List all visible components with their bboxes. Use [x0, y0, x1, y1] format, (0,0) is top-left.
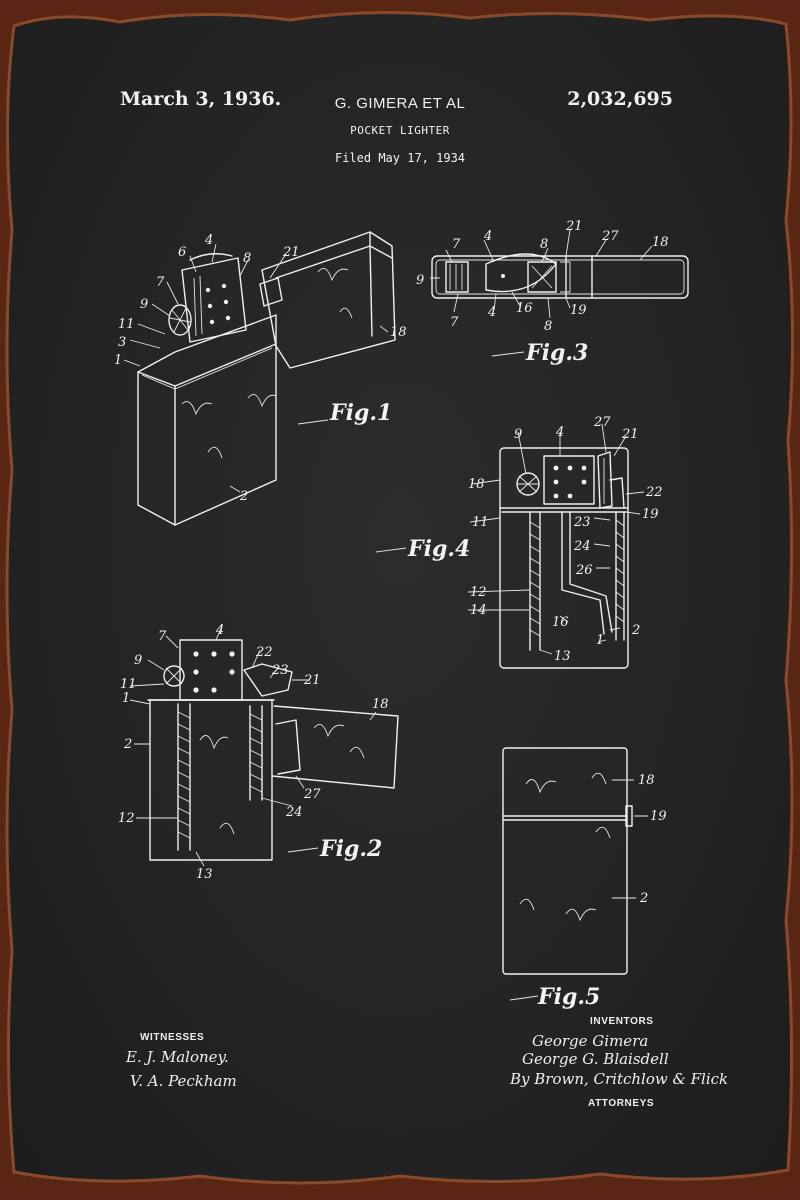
fig4-label-13: 13 — [554, 649, 571, 664]
attorney-signature: By Brown, Critchlow & Flick — [509, 1070, 728, 1088]
fig2-label-13: 13 — [196, 867, 213, 882]
fig1-caption: Fig.1 — [329, 400, 392, 426]
inventor-signature-2: George G. Blaisdell — [522, 1050, 669, 1068]
inventors-heading: INVENTORS — [590, 1016, 654, 1027]
fig1-label-4: 4 — [204, 233, 213, 248]
fig3-label-19: 19 — [570, 303, 587, 318]
fig1-label-21: 21 — [282, 245, 300, 260]
fig4-label-24: 24 — [573, 539, 591, 554]
fig1-label-6: 6 — [178, 245, 186, 260]
fig3-label-4-bottom: 4 — [487, 305, 496, 320]
fig1-label-8: 8 — [243, 251, 251, 266]
fig2-label-24: 24 — [285, 805, 303, 820]
fig5-label-19: 19 — [650, 809, 667, 824]
fig3-label-18: 18 — [652, 235, 669, 250]
fig4-label-23: 23 — [573, 515, 591, 530]
fig4-label-27: 27 — [593, 415, 611, 430]
fig5-label-18: 18 — [638, 773, 655, 788]
figure-5: 18 19 2 Fig.5 — [502, 747, 667, 1010]
fig2-label-27: 27 — [303, 787, 321, 802]
fig4-label-18: 18 — [468, 477, 485, 492]
patent-date: March 3, 1936. — [120, 88, 282, 110]
fig1-label-7: 7 — [156, 275, 165, 290]
fig2-label-7: 7 — [158, 629, 167, 644]
figure-3: 9 7 4 8 21 27 18 7 4 16 8 19 Fig.3 — [416, 219, 689, 366]
fig4-label-1: 1 — [596, 633, 604, 648]
fig1-label-18: 18 — [390, 325, 407, 340]
fig5-caption: Fig.5 — [537, 984, 600, 1010]
fig4-label-22: 22 — [645, 485, 663, 500]
fig3-label-16: 16 — [516, 301, 533, 316]
fig4-label-11: 11 — [472, 515, 489, 530]
fig4-label-14: 14 — [470, 603, 487, 618]
fig2-label-21: 21 — [303, 673, 321, 688]
fig1-label-2: 2 — [239, 489, 248, 504]
filed-date: Filed May 17, 1934 — [334, 151, 466, 165]
witnesses-heading: WITNESSES — [140, 1032, 204, 1043]
fig3-label-4-top: 4 — [483, 229, 492, 244]
fig2-label-23: 23 — [271, 663, 289, 678]
witness-signature-2: V. A. Peckham — [130, 1072, 237, 1090]
fig3-label-9: 9 — [416, 273, 424, 288]
fig2-label-12: 12 — [118, 811, 135, 826]
fig3-label-27: 27 — [601, 229, 619, 244]
fig4-label-16: 16 — [552, 615, 569, 630]
fig3-label-8-bottom: 8 — [544, 319, 552, 334]
fig3-label-7-bottom: 7 — [450, 315, 459, 330]
patent-number: 2,032,695 — [567, 88, 673, 110]
fig3-caption: Fig.3 — [525, 340, 588, 366]
fig2-label-4: 4 — [215, 623, 224, 638]
fig2-label-1: 1 — [122, 691, 130, 706]
fig4-label-21: 21 — [621, 427, 639, 442]
fig4-label-9: 9 — [514, 427, 522, 442]
fig4-caption: Fig.4 — [407, 536, 470, 562]
fig1-label-9: 9 — [140, 297, 148, 312]
patent-title: POCKET LIGHTER — [350, 124, 450, 137]
fig1-label-3: 3 — [118, 335, 126, 350]
fig2-label-22: 22 — [255, 645, 273, 660]
fig2-label-2: 2 — [123, 737, 132, 752]
fig2-label-11: 11 — [120, 677, 137, 692]
attorneys-heading: ATTORNEYS — [588, 1098, 654, 1109]
fig3-label-21: 21 — [565, 219, 583, 234]
fig1-label-11: 11 — [118, 317, 135, 332]
fig3-label-7-top: 7 — [452, 237, 461, 252]
inventor-line: G. GIMERA ET AL — [334, 95, 466, 112]
fig2-label-9: 9 — [134, 653, 142, 668]
figure-4: 9 4 27 21 18 22 19 11 23 24 26 12 14 16 … — [375, 415, 663, 669]
inventor-signature-1: George Gimera — [532, 1032, 648, 1050]
witness-signature-1: E. J. Maloney. — [125, 1048, 229, 1066]
figure-1: 6 4 8 21 7 9 11 3 1 18 2 Fig.1 — [114, 231, 407, 526]
figure-2: 7 4 22 23 21 9 11 1 2 18 12 27 24 13 Fig… — [118, 623, 399, 882]
fig1-label-1: 1 — [114, 353, 122, 368]
fig2-caption: Fig.2 — [319, 836, 382, 862]
fig4-label-2: 2 — [631, 623, 640, 638]
fig4-label-19: 19 — [642, 507, 659, 522]
fig4-label-12: 12 — [470, 585, 487, 600]
fig3-label-8-top: 8 — [540, 237, 548, 252]
fig5-label-2: 2 — [639, 891, 648, 906]
fig4-label-4: 4 — [555, 425, 564, 440]
fig4-label-26: 26 — [575, 563, 593, 578]
inventors-block: INVENTORS George Gimera George G. Blaisd… — [509, 1016, 728, 1109]
fig2-label-18: 18 — [372, 697, 389, 712]
witnesses-block: WITNESSES E. J. Maloney. V. A. Peckham — [125, 1032, 237, 1090]
